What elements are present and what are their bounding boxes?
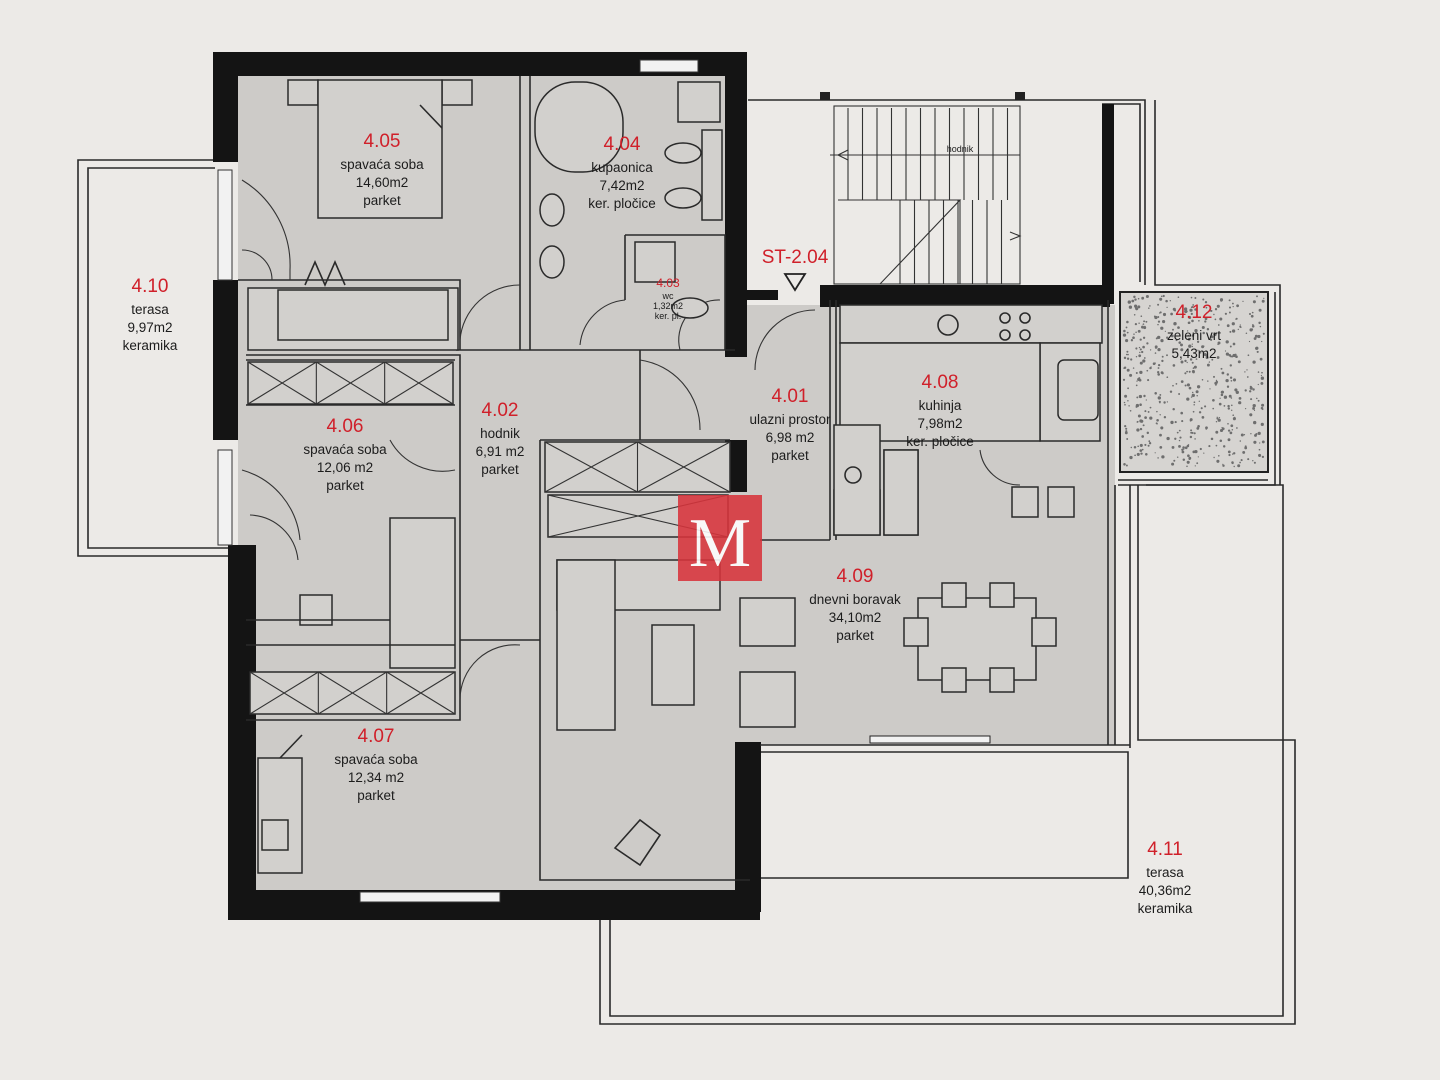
room-label-4.01: 4.01 ulazni prostor 6,98 m2 parket (749, 386, 831, 463)
room-name: spavaća soba (334, 752, 418, 767)
room-area: 7,42m2 (599, 178, 644, 193)
room-label-4.11: 4.11 terasa 40,36m2 keramika (1138, 839, 1193, 916)
walls (213, 52, 1114, 920)
room-area: 40,36m2 (1139, 883, 1192, 898)
room-label-4.04: 4.04 kupaonica 7,42m2 ker. pločice (588, 134, 656, 211)
room-area: 7,98m2 (917, 416, 962, 431)
room-floor: parket (357, 788, 395, 803)
room-id: 4.02 (482, 400, 519, 421)
room-label-4.02: 4.02 hodnik 6,91 m2 parket (476, 400, 525, 477)
room-area: 6,91 m2 (476, 444, 525, 459)
room-floor: parket (771, 448, 809, 463)
room-area: 1,32m2 (653, 301, 683, 311)
room-label-4.07: 4.07 spavaća soba 12,34 m2 parket (334, 726, 418, 803)
room-name: zeleni vrt (1167, 328, 1221, 343)
partitions (238, 76, 1130, 881)
room-id: 4.08 (922, 372, 959, 393)
stair-text: hodnik (947, 144, 974, 154)
room-area: 6,98 m2 (766, 430, 815, 445)
watermark-logo: M (678, 495, 762, 582)
room-id: 4.09 (837, 566, 874, 587)
room-label-4.06: 4.06 spavaća soba 12,06 m2 parket (303, 416, 387, 493)
room-label-4.05: 4.05 spavaća soba 14,60m2 parket (340, 131, 424, 208)
room-area: 12,06 m2 (317, 460, 373, 475)
room-floor: ker. pl. (655, 311, 682, 321)
room-floor: ker. pločice (906, 434, 974, 449)
green-garden-4.12 (1119, 291, 1269, 473)
room-label-4.08: 4.08 kuhinja 7,98m2 ker. pločice (906, 372, 974, 449)
room-area: 14,60m2 (356, 175, 409, 190)
room-id: 4.03 (656, 276, 680, 290)
room-floor: ker. pločice (588, 196, 656, 211)
room-id: 4.12 (1176, 302, 1213, 323)
stair-code: ST-2.04 (762, 247, 829, 268)
room-name: kuhinja (919, 398, 962, 413)
room-label-4.10: 4.10 terasa 9,97m2 keramika (123, 276, 178, 353)
wardrobe (544, 441, 731, 493)
room-id: 4.04 (604, 134, 641, 155)
room-id: 4.10 (132, 276, 169, 297)
room-name: terasa (131, 302, 169, 317)
terrace-outlines (77, 99, 1296, 1025)
room-label-4.12: 4.12 zeleni vrt 5,43m2 (1167, 302, 1221, 361)
room-name: spavaća soba (340, 157, 424, 172)
room-area: 12,34 m2 (348, 770, 404, 785)
staircase (820, 92, 1025, 285)
room-name: dnevni boravak (809, 592, 901, 607)
room-area: 5,43m2 (1171, 346, 1216, 361)
room-area: 9,97m2 (127, 320, 172, 335)
room-name: ulazni prostor (749, 412, 831, 427)
furniture (246, 79, 1103, 874)
room-name: terasa (1146, 865, 1184, 880)
room-floor: keramika (1138, 901, 1193, 916)
room-id: 4.05 (364, 131, 401, 152)
room-name: spavaća soba (303, 442, 387, 457)
room-id: 4.06 (327, 416, 364, 437)
stair-label: ST-2.04 hodnik (762, 144, 974, 292)
room-floor: parket (326, 478, 364, 493)
doors (241, 179, 1021, 701)
room-name: hodnik (480, 426, 520, 441)
room-floor: parket (836, 628, 874, 643)
room-id: 4.01 (772, 386, 809, 407)
wardrobe (247, 361, 454, 405)
room-floor: parket (363, 193, 401, 208)
room-name: wc (662, 291, 674, 301)
room-id: 4.07 (358, 726, 395, 747)
wardrobe (249, 671, 456, 715)
room-floor: keramika (123, 338, 178, 353)
room-floor: parket (481, 462, 519, 477)
room-label-4.09: 4.09 dnevni boravak 34,10m2 parket (809, 566, 901, 643)
room-area: 34,10m2 (829, 610, 882, 625)
watermark-letter: M (689, 505, 751, 582)
room-id: 4.11 (1147, 839, 1183, 860)
room-name: kupaonica (591, 160, 653, 175)
